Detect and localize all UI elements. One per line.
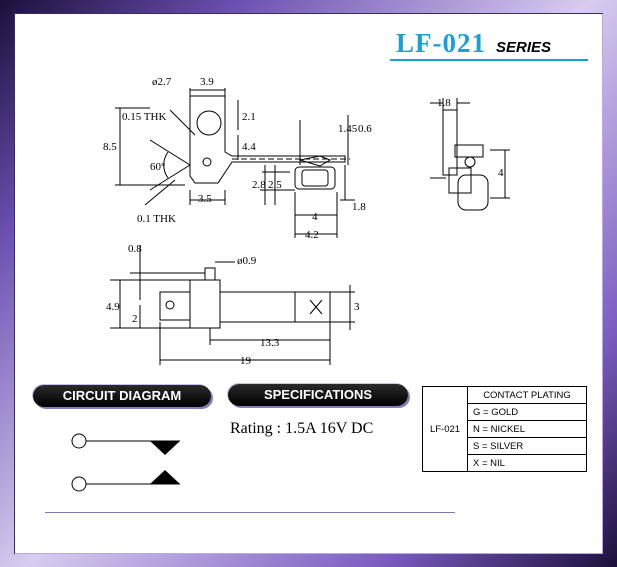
dim-4-9: 4.9 bbox=[106, 301, 120, 313]
specifications-heading: SPECIFICATIONS bbox=[228, 384, 408, 406]
dim-13-3: 13.3 bbox=[260, 337, 280, 349]
dim-4-4: 4.4 bbox=[242, 141, 256, 153]
dim-thk-top: 0.15 THK bbox=[122, 111, 166, 123]
side-dim-1-8: 1.8 bbox=[437, 97, 451, 109]
dim-2-1: 2.1 bbox=[242, 111, 256, 123]
plating-model: LF-021 bbox=[422, 386, 468, 472]
plating-option: G = GOLD bbox=[467, 403, 587, 421]
plating-option: N = NICKEL bbox=[467, 420, 587, 438]
plating-header: CONTACT PLATING bbox=[467, 386, 587, 404]
dim-3-5: 3.5 bbox=[198, 193, 212, 205]
terminal-body bbox=[189, 95, 346, 184]
dim-3: 3 bbox=[354, 301, 360, 313]
rating-text: Rating : 1.5A 16V DC bbox=[230, 420, 374, 437]
dim-8-5: 8.5 bbox=[103, 141, 117, 153]
series-title: LF-021 SERIES bbox=[396, 28, 551, 59]
side-dim-4: 4 bbox=[498, 167, 504, 179]
series-label: SERIES bbox=[496, 39, 552, 56]
circuit-diagram-heading: CIRCUIT DIAGRAM bbox=[33, 385, 211, 407]
dim-2-8: 2.8 bbox=[252, 179, 266, 191]
dim-1-8: 1.8 bbox=[352, 201, 366, 213]
dim-thk-bottom: 0.1 THK bbox=[137, 213, 176, 225]
dim-2: 2 bbox=[132, 313, 138, 325]
plating-option: X = NIL bbox=[467, 454, 587, 472]
dim-top-width: 3.9 bbox=[200, 76, 214, 88]
dim-pin: ø0.9 bbox=[237, 255, 257, 267]
mount-hole bbox=[196, 110, 222, 136]
plating-table: LF-021 CONTACT PLATING G = GOLD N = NICK… bbox=[422, 386, 587, 472]
contact-spring bbox=[294, 166, 336, 190]
dim-4: 4 bbox=[312, 211, 318, 223]
footer-rule bbox=[45, 512, 455, 513]
dim-1-45: 1.45 bbox=[338, 123, 358, 135]
dim-0-6: 0.6 bbox=[358, 123, 372, 135]
plan-body bbox=[189, 279, 221, 329]
title-underline bbox=[390, 59, 588, 61]
dim-4-2: 4.2 bbox=[305, 229, 319, 241]
dim-0-8: 0.8 bbox=[128, 243, 142, 255]
dim-angle: 60° bbox=[150, 161, 165, 173]
plating-option: S = SILVER bbox=[467, 437, 587, 455]
dim-19: 19 bbox=[240, 355, 252, 367]
model-title: LF-021 bbox=[396, 28, 486, 58]
side-view bbox=[442, 109, 458, 176]
dim-hole: ø2.7 bbox=[152, 76, 172, 88]
dim-2-5: 2.5 bbox=[268, 179, 282, 191]
